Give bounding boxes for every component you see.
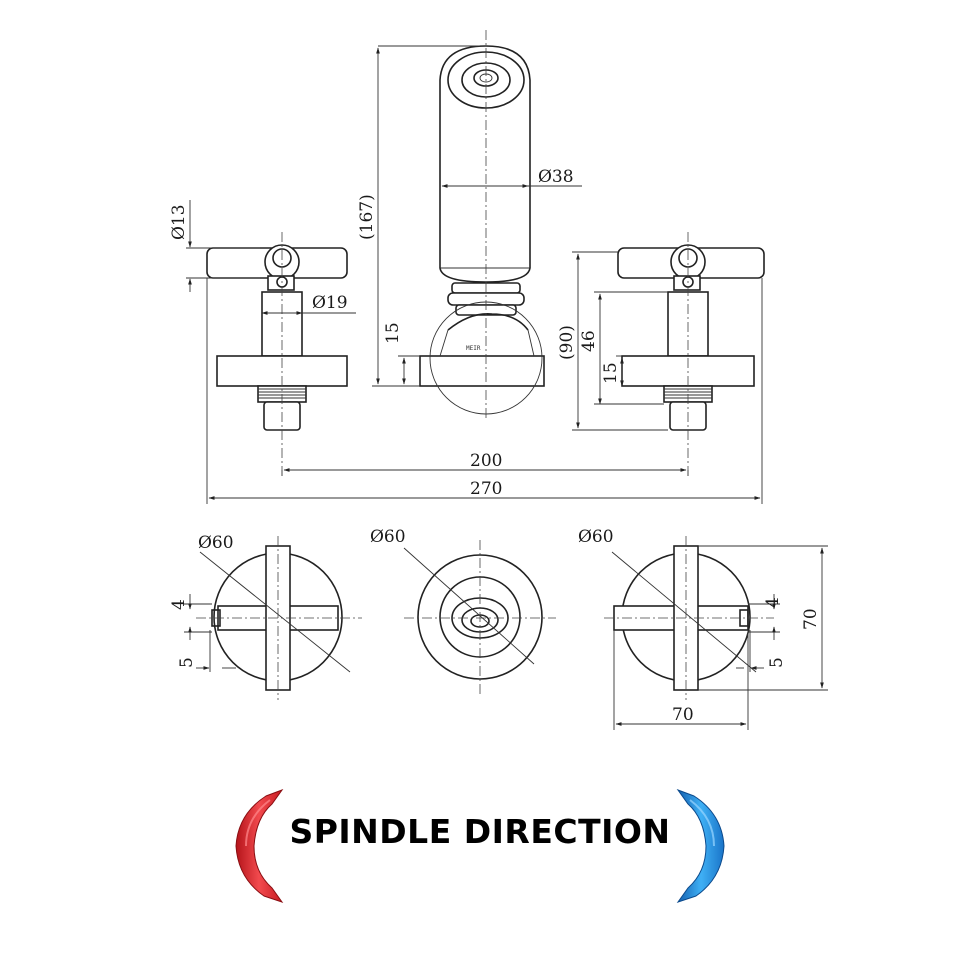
dim-valve-height: (90) — [557, 325, 577, 360]
dim-offset-right-5: 5 — [767, 657, 787, 668]
dim-plate-left: Ø60 — [198, 533, 234, 553]
dim-spout-height: (167) — [357, 194, 377, 240]
dim-offset-left-4: 4 — [169, 599, 189, 610]
dim-centers: 200 — [470, 451, 502, 471]
spout-plan — [403, 540, 556, 696]
spindle-direction-caption: SPINDLE DIRECTION — [289, 812, 671, 851]
dim-spout-diameter: Ø38 — [538, 167, 574, 187]
svg-text:MEIR: MEIR — [466, 345, 481, 352]
cold-arrow-icon — [676, 788, 725, 903]
hot-arrow-icon — [235, 788, 284, 903]
dim-valve-base: 15 — [601, 362, 621, 384]
left-valve-plan — [184, 536, 362, 700]
dim-overall-width: 270 — [470, 479, 502, 499]
dim-handle-diameter: Ø13 — [169, 204, 189, 240]
dim-offset-right-4: 4 — [763, 597, 783, 608]
elevation-dimensions — [186, 45, 763, 504]
dim-spout-base: 15 — [383, 322, 403, 344]
spout-elevation: MEIR — [419, 30, 545, 420]
dim-plate-right: Ø60 — [578, 527, 614, 547]
dim-offset-left-5: 5 — [177, 657, 197, 668]
right-valve-plan — [604, 536, 828, 730]
right-valve-elevation — [617, 232, 765, 470]
left-valve-elevation — [206, 232, 348, 470]
dim-valve-mid: 46 — [579, 330, 599, 352]
dim-plate-center: Ø60 — [370, 527, 406, 547]
dim-plan-width: 70 — [672, 705, 694, 725]
dim-plan-height: 70 — [801, 608, 821, 630]
dim-stem-diameter: Ø19 — [312, 293, 348, 313]
